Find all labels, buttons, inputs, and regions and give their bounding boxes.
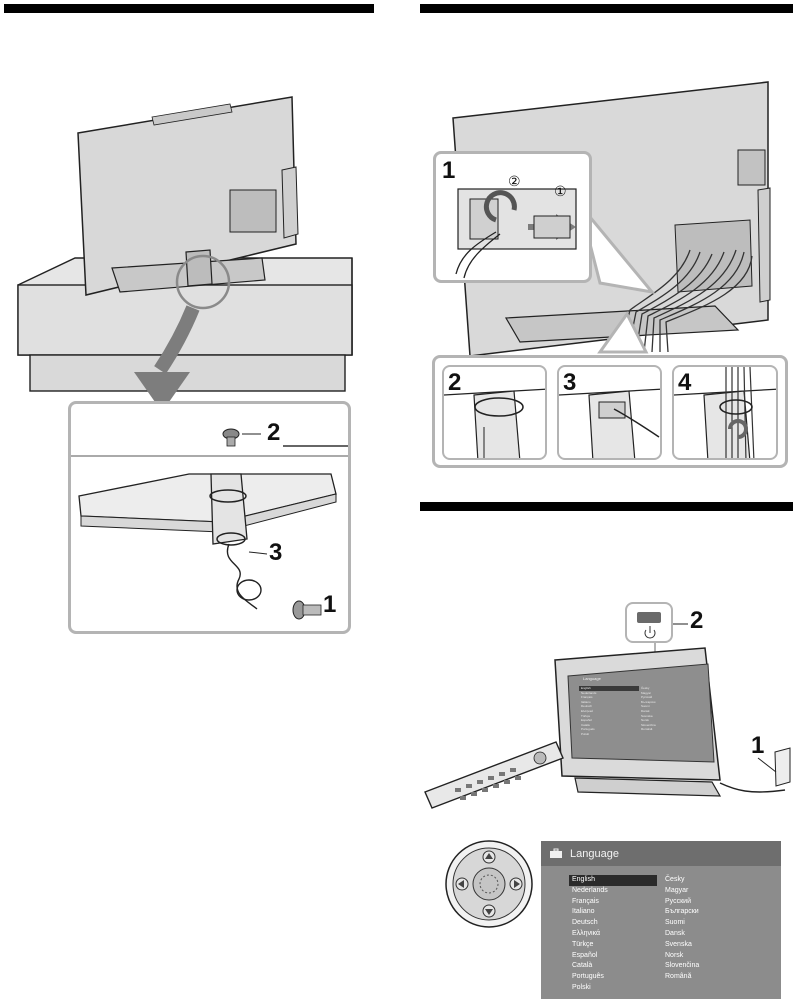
- language-option-suomi[interactable]: Suomi: [665, 919, 685, 927]
- mini-lang-13: Magyar: [641, 690, 652, 695]
- callout-circled-2: ②: [508, 173, 521, 189]
- mini-menu-grid: English Nederlands Français Italiano Deu…: [573, 686, 705, 737]
- language-option-portugues[interactable]: Português: [572, 973, 604, 981]
- mini-lang-18: Svenska: [641, 713, 653, 718]
- mini-lang-12: Česky: [641, 686, 650, 690]
- clamp-cable-insert-detail: [559, 388, 660, 458]
- language-options: English Nederlands Français Italiano Deu…: [569, 875, 762, 994]
- language-option-deutsch[interactable]: Deutsch: [572, 919, 598, 927]
- language-option-slovencina[interactable]: Slovenčina: [665, 962, 700, 970]
- language-menu-header: Language: [541, 841, 781, 866]
- mini-lang-1: English: [579, 686, 639, 691]
- mini-lang-9: Català: [581, 722, 590, 727]
- mini-lang-14: Русский: [641, 695, 653, 700]
- mini-lang-2: Nederlands: [581, 690, 597, 695]
- clamp-open-detail: [444, 388, 545, 458]
- callout-cable-4: 4: [678, 369, 692, 396]
- language-option-catala[interactable]: Català: [572, 962, 593, 970]
- callout-cable-1: 1: [442, 157, 456, 184]
- tv-mini-language-screen: Language English Nederlands Français Ita…: [573, 674, 705, 756]
- language-option-norsk[interactable]: Norsk: [665, 951, 684, 959]
- stand-screw-detail: [71, 428, 348, 620]
- mini-lang-6: Ελληνικά: [581, 708, 594, 713]
- callout-strap-3: 3: [269, 539, 283, 566]
- cable-step3-panel: 3: [557, 365, 662, 460]
- language-option-francais[interactable]: Français: [572, 897, 599, 905]
- mini-lang-17: Dansk: [641, 708, 650, 713]
- mini-lang-15: Български: [641, 699, 656, 704]
- mini-lang-16: Suomi: [641, 704, 650, 709]
- language-option-espanol[interactable]: Español: [572, 951, 598, 959]
- language-option-russian[interactable]: Русский: [665, 897, 691, 905]
- briefcase-icon: [550, 848, 562, 858]
- language-menu-title: Language: [570, 847, 619, 860]
- mini-lang-8: Español: [581, 718, 592, 723]
- language-option-polski[interactable]: Polski: [572, 983, 591, 991]
- mini-menu-title: Language: [583, 676, 601, 681]
- cable-holder-removal-detail: [455, 188, 577, 279]
- callout-power-1: 1: [751, 732, 765, 759]
- cable-step4-panel: 4: [672, 365, 778, 460]
- language-option-romana[interactable]: Română: [665, 973, 692, 981]
- callout-cable-2: 2: [448, 369, 462, 396]
- stand-detail-panel: 2 3 1: [68, 401, 351, 634]
- section-rule-left: [4, 4, 374, 13]
- language-option-english[interactable]: English: [569, 875, 657, 886]
- power-button[interactable]: [637, 612, 661, 623]
- mini-lang-7: Türkçe: [581, 713, 591, 718]
- callout-power-2: 2: [690, 607, 704, 634]
- mini-lang-5: Deutsch: [581, 704, 593, 709]
- language-option-dansk[interactable]: Dansk: [665, 929, 685, 937]
- cable-step1-panel: 1 ② ①: [433, 151, 592, 283]
- mini-lang-3: Français: [581, 695, 593, 700]
- language-option-cesky[interactable]: Česky: [665, 876, 685, 883]
- language-option-nederlands[interactable]: Nederlands: [572, 886, 608, 894]
- language-option-italiano[interactable]: Italiano: [572, 908, 595, 916]
- language-option-svenska[interactable]: Svenska: [665, 940, 692, 948]
- section-rule-right-bottom: [420, 502, 793, 511]
- callout-screw-2: 2: [267, 419, 281, 446]
- language-column-1: English Nederlands Français Italiano Deu…: [569, 875, 657, 994]
- section-rule-right-top: [420, 4, 793, 13]
- mini-lang-19: Norsk: [641, 718, 649, 723]
- callout-cable-3: 3: [563, 369, 577, 396]
- language-option-magyar[interactable]: Magyar: [665, 886, 689, 894]
- power-icon: [644, 626, 656, 639]
- cable-step2-panel: 2: [442, 365, 547, 460]
- clamp-closed-detail: [674, 367, 776, 458]
- language-option-bulgarian[interactable]: Български: [665, 908, 699, 916]
- power-button-panel: [625, 602, 673, 643]
- mini-lang-21: Română: [641, 727, 653, 732]
- language-column-2: Česky Magyar Русский Български Suomi Dan…: [662, 875, 762, 994]
- language-option-turkce[interactable]: Türkçe: [572, 940, 594, 948]
- mini-lang-4: Italiano: [581, 699, 591, 704]
- callout-screw-1: 1: [323, 591, 337, 618]
- mini-lang-20: Slovenčina: [641, 722, 656, 727]
- callout-circled-1: ①: [554, 183, 567, 199]
- language-menu-screen: Language English Nederlands Français Ita…: [541, 841, 781, 999]
- mini-lang-10: Português: [581, 727, 595, 732]
- language-option-greek[interactable]: Ελληνικά: [572, 929, 601, 937]
- mini-lang-11: Polski: [581, 731, 590, 736]
